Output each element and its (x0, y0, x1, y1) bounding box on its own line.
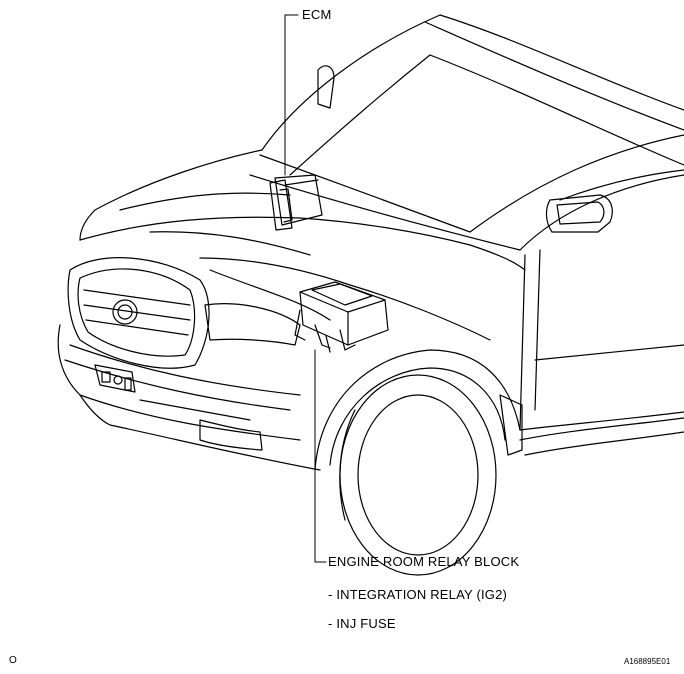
relay-block-drawing (294, 281, 389, 353)
integration-relay-item: - INTEGRATION RELAY (IG2) (328, 587, 508, 602)
ecm-unit-drawing (269, 174, 323, 231)
leader-lines (284, 14, 327, 563)
ecm-leader-line (284, 14, 299, 176)
relay-block-label: ENGINE ROOM RELAY BLOCK (328, 554, 520, 569)
figure-code: A168895E01 (624, 657, 671, 666)
ecm-label: ECM (302, 7, 332, 22)
corner-mark: O (9, 655, 17, 666)
vehicle-outline (57, 14, 684, 576)
relay-block-leader-line (314, 349, 327, 563)
inj-fuse-item: - INJ FUSE (328, 616, 396, 631)
